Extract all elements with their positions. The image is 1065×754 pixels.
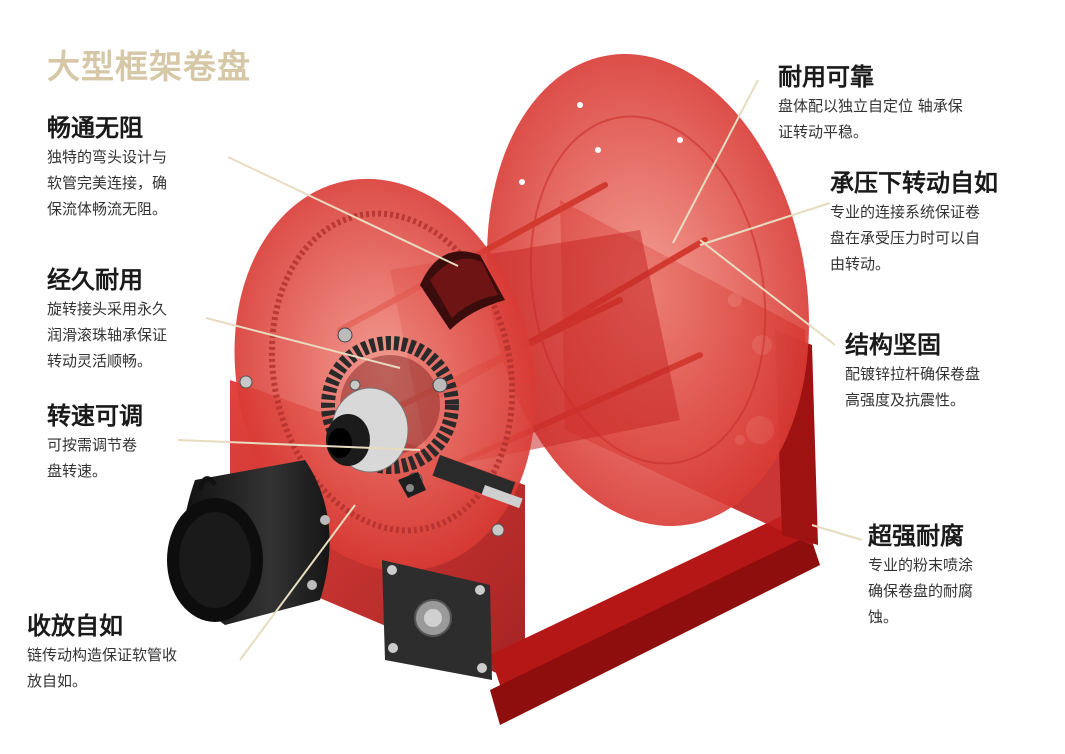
callout-desc-line: 盘转速。 <box>47 462 108 480</box>
callout-retract: 收放自如 链传动构造保证软管收 放自如。 <box>27 611 177 693</box>
frame-bolts <box>239 375 505 537</box>
callout-desc-line: 保流体畅流无阻。 <box>47 200 168 218</box>
callout-desc-line: 转动灵活顺畅。 <box>47 352 153 370</box>
page-title: 大型框架卷盘 <box>47 47 251 86</box>
drive-motor <box>167 460 330 625</box>
callout-title: 耐用可靠 <box>778 63 874 91</box>
callout-corrosion: 超强耐腐 专业的粉末喷涂 确保卷盘的耐腐 蚀。 <box>868 521 973 629</box>
callout-title: 承压下转动自如 <box>830 169 998 197</box>
callout-title: 经久耐用 <box>47 266 143 294</box>
swivel-elbow <box>420 251 505 330</box>
callout-desc-line: 盘体配以独立自定位 轴承保 <box>778 97 963 115</box>
callout-desc-line: 高强度及抗震性。 <box>845 391 966 409</box>
callout-desc-line: 独特的弯头设计与 <box>47 148 168 166</box>
callout-desc-line: 可按需调节卷 <box>47 436 138 454</box>
callout-desc-line: 软管完美连接，确 <box>47 174 168 192</box>
callout-durable: 经久耐用 旋转接头采用永久 润滑滚珠轴承保证 转动灵活顺畅。 <box>47 265 167 373</box>
callout-desc-line: 蚀。 <box>868 608 899 626</box>
callout-desc-line: 证转动平稳。 <box>778 123 869 141</box>
speed-adjuster <box>398 454 523 509</box>
callout-desc-line: 放自如。 <box>27 672 88 690</box>
callout-desc-line: 确保卷盘的耐腐 <box>868 582 974 600</box>
callout-reliable: 耐用可靠 盘体配以独立自定位 轴承保 证转动平稳。 <box>778 62 963 144</box>
callout-structure: 结构坚固 配镀锌拉杆确保卷盘 高强度及抗震性。 <box>845 330 980 412</box>
callout-desc-line: 盘在承受压力时可以自 <box>830 229 981 247</box>
callout-desc-line: 旋转接头采用永久 <box>47 300 168 318</box>
callout-title: 转速可调 <box>47 402 143 430</box>
callout-pressure: 承压下转动自如 专业的连接系统保证卷 盘在承受压力时可以自 由转动。 <box>830 168 998 276</box>
callout-desc-line: 专业的连接系统保证卷 <box>830 203 981 221</box>
callout-title: 超强耐腐 <box>868 522 964 550</box>
bearing-plate <box>382 560 492 680</box>
callout-title: 收放自如 <box>27 612 123 640</box>
callout-desc-line: 专业的粉末喷涂 <box>868 556 974 574</box>
callout-desc-line: 链传动构造保证软管收 <box>27 646 178 664</box>
callout-unobstructed: 畅通无阻 独特的弯头设计与 软管完美连接，确 保流体畅流无阻。 <box>47 113 167 221</box>
callout-desc-line: 由转动。 <box>830 255 891 273</box>
callout-speed: 转速可调 可按需调节卷 盘转速。 <box>47 401 143 483</box>
callout-desc-line: 配镀锌拉杆确保卷盘 <box>845 365 981 383</box>
callout-desc-line: 润滑滚珠轴承保证 <box>47 326 168 344</box>
callout-title: 结构坚固 <box>845 331 941 359</box>
callout-title: 畅通无阻 <box>47 114 143 142</box>
